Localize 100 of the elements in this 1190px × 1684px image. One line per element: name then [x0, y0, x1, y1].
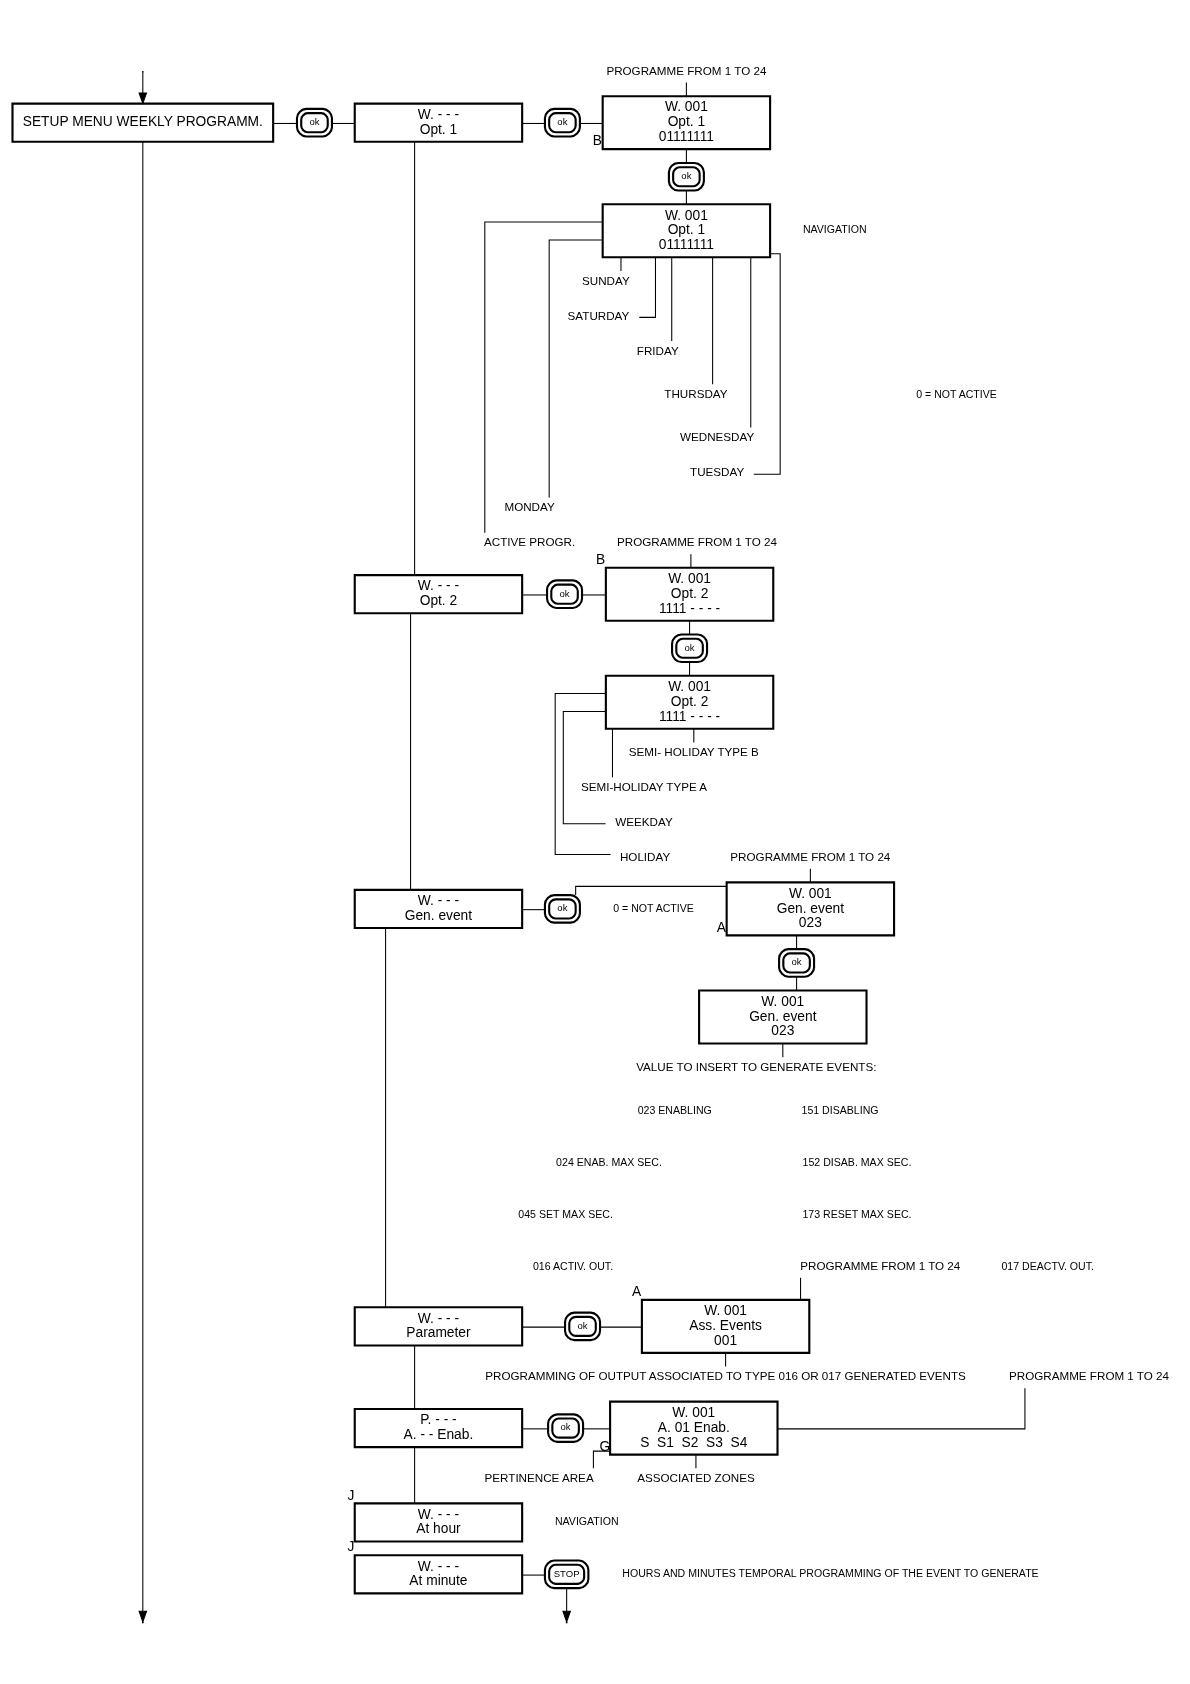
node-box: W. 001 Gen. event 023: [725, 881, 896, 937]
connector: [599, 1326, 643, 1328]
node-box: W. 001 Opt. 2 1111 - - - -: [604, 566, 775, 622]
node-text: PROGRAMME FROM 1 TO 24: [730, 850, 891, 864]
node-label: A: [716, 919, 726, 935]
node-box: ok: [671, 633, 709, 664]
node-text: THURSDAY: [664, 386, 728, 400]
node-box: P. - - - A. - - Enab.: [353, 1407, 524, 1449]
label: 0 = NOT ACTIVE: [613, 901, 694, 914]
connector: [690, 553, 692, 569]
node-box: W. 001 Opt. 1 01111111: [601, 95, 772, 151]
connector: [689, 620, 691, 635]
node-text: MONDAY: [504, 500, 555, 514]
connector: [272, 122, 298, 124]
connector: [579, 122, 603, 124]
connector: [521, 1574, 546, 1576]
node-box: W. - - - At minute: [353, 1554, 524, 1595]
node-text: PROGRAMME FROM 1 TO 24: [606, 63, 767, 77]
connector: [693, 728, 695, 743]
connector: [521, 122, 546, 124]
label: 017 DEACTV. OUT.: [1001, 1259, 1094, 1272]
node-box: W. - - - Opt. 1: [353, 102, 524, 143]
connector: [753, 253, 781, 475]
connector: [581, 594, 606, 596]
node-text: PROGRAMME FROM 1 TO 24: [616, 535, 777, 549]
connector: [521, 909, 546, 911]
node-box: ok: [564, 1311, 602, 1342]
node-text: ASSOCIATED ZONES: [637, 1470, 755, 1484]
node-box: W. - - - Gen. event: [353, 888, 524, 930]
connector: [725, 1352, 727, 1368]
connector: [620, 256, 622, 272]
connector: [521, 594, 548, 596]
node-box: W. 001 A. 01 Enab. S S1 S2 S3 S4: [609, 1400, 779, 1456]
node-label: B: [595, 551, 606, 567]
connector: [750, 256, 752, 428]
node-box: W. 001 Ass. Events 001: [640, 1298, 811, 1354]
node-text: FRIDAY: [636, 343, 679, 357]
connector: [685, 82, 687, 97]
node-text: ACTIVE PROGR.: [483, 535, 576, 549]
node-box: ok: [543, 107, 581, 138]
node-text: SATURDAY: [567, 308, 630, 322]
connector: [562, 711, 607, 825]
node-box: SETUP MENU WEEKLY PROGRAMM.: [11, 102, 275, 143]
node-label: B: [592, 133, 602, 149]
node-text: SEMI- HOLIDAY TYPE B: [628, 745, 759, 759]
connector: [521, 1428, 549, 1430]
node-text: PROGRAMME FROM 1 TO 24: [1009, 1369, 1170, 1383]
connector: [582, 1428, 611, 1430]
connector: [611, 728, 613, 778]
node-box: ok: [295, 107, 333, 138]
connector: [410, 612, 412, 891]
label: NAVIGATION: [802, 223, 867, 236]
node-box: ok: [546, 579, 584, 610]
connector: [796, 935, 798, 950]
connector: [689, 661, 691, 677]
connector: [782, 1043, 784, 1058]
node-box: W. 001 Opt. 2 1111 - - - -: [604, 674, 775, 730]
node-text: WEDNESDAY: [680, 430, 755, 444]
node-box: ok: [667, 161, 705, 192]
arrow: [138, 71, 148, 106]
connector: [414, 1345, 416, 1410]
node-box: W. - - - Parameter: [353, 1306, 524, 1347]
connector: [548, 239, 604, 499]
node-text: VALUE TO INSERT TO GENERATE EVENTS:: [636, 1059, 877, 1073]
node-text: HOLIDAY: [619, 850, 671, 864]
label: HOURS AND MINUTES TEMPORAL PROGRAMMING OF THE EVENT TO GENERATE: [622, 1566, 1039, 1579]
label: 151 DISABLING: [801, 1103, 879, 1116]
connector: [414, 141, 416, 576]
node-box: ok: [547, 1413, 585, 1443]
connector: [575, 885, 728, 896]
connector: [695, 1454, 697, 1469]
node-box: W. - - - At hour: [353, 1502, 524, 1543]
node-text: PROGRAMME FROM 1 TO 24: [800, 1259, 961, 1273]
connector: [777, 1387, 1026, 1430]
node-label: J: [347, 1539, 355, 1555]
node-text: WEEKDAY: [615, 815, 673, 829]
node-text: TUESDAY: [690, 465, 745, 479]
label: 045 SET MAX SEC.: [518, 1207, 613, 1220]
connector: [592, 1450, 611, 1469]
connector: [331, 122, 355, 124]
node-box: ok: [543, 894, 581, 924]
node-text: PERTINENCE AREA: [484, 1470, 594, 1484]
connector: [554, 693, 612, 856]
connector: [521, 1326, 566, 1328]
label: NAVIGATION: [554, 1515, 619, 1528]
node-text: PROGRAMMING OF OUTPUT ASSOCIATED TO TYPE 016 OR 017 GENERATED EVENTS: [485, 1369, 966, 1383]
connector: [685, 148, 687, 164]
connector: [809, 868, 811, 883]
connector: [484, 221, 604, 534]
label: 0 = NOT ACTIVE: [916, 387, 997, 400]
node-label: J: [347, 1487, 355, 1503]
connector: [638, 257, 656, 318]
label: 173 RESET MAX SEC.: [802, 1207, 912, 1220]
node-text: SEMI-HOLIDAY TYPE A: [580, 780, 708, 794]
connector: [385, 927, 387, 1308]
node-label: A: [631, 1284, 642, 1300]
label: 016 ACTIV. OUT.: [532, 1259, 614, 1272]
connector: [712, 257, 714, 385]
label: 024 ENAB. MAX SEC.: [556, 1155, 662, 1168]
node-box: W. - - - Opt. 2: [353, 574, 524, 615]
